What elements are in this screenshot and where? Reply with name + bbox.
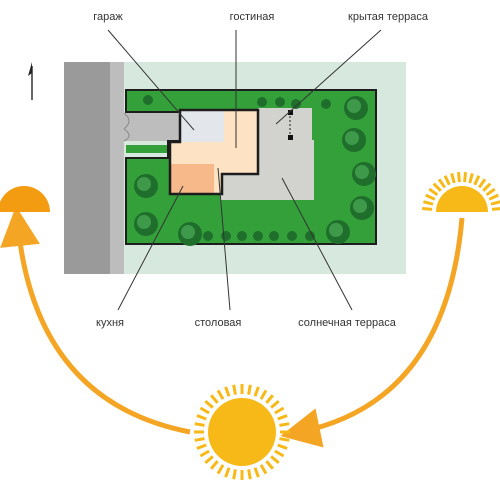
label-covered-terrace: крытая терраса: [348, 11, 429, 23]
label-kitchen: кухня: [96, 317, 124, 329]
shrub: [253, 231, 263, 241]
shrub: [203, 231, 213, 241]
shrub: [269, 231, 279, 241]
setting-sun-icon: [0, 186, 50, 212]
leader-lines: [107, 29, 382, 311]
label-sun-terrace: солнечная терраса: [298, 317, 397, 329]
rising-sun-icon: [422, 172, 500, 212]
noon-sun-icon: [194, 384, 290, 480]
road: [64, 62, 110, 274]
shrub: [291, 99, 301, 109]
sidewalk: [110, 62, 124, 274]
sun-path-arrow-east: [280, 217, 465, 448]
shrub: [143, 95, 153, 105]
shrub: [257, 97, 267, 107]
shrub: [287, 231, 297, 241]
label-dining-room: столовая: [195, 317, 242, 329]
house-outline: [168, 108, 260, 196]
shrub: [305, 231, 315, 241]
hedge-trees: [134, 95, 376, 246]
kitchen-area: [170, 164, 214, 194]
label-living-room: гостиная: [230, 11, 275, 23]
label-garage: гараж: [93, 11, 123, 23]
sun-path-arrow-west: [0, 206, 191, 435]
shrub: [321, 99, 331, 109]
shrub: [221, 231, 231, 241]
covered-terrace: [258, 108, 312, 140]
terrace-posts: [288, 110, 293, 140]
driveway: [124, 113, 180, 141]
garage-area: [180, 110, 224, 142]
north-arrow-icon: [28, 62, 33, 100]
shrub: [237, 231, 247, 241]
shrub: [275, 97, 285, 107]
path-strip: [126, 145, 168, 153]
driveway-curve: [123, 112, 130, 142]
